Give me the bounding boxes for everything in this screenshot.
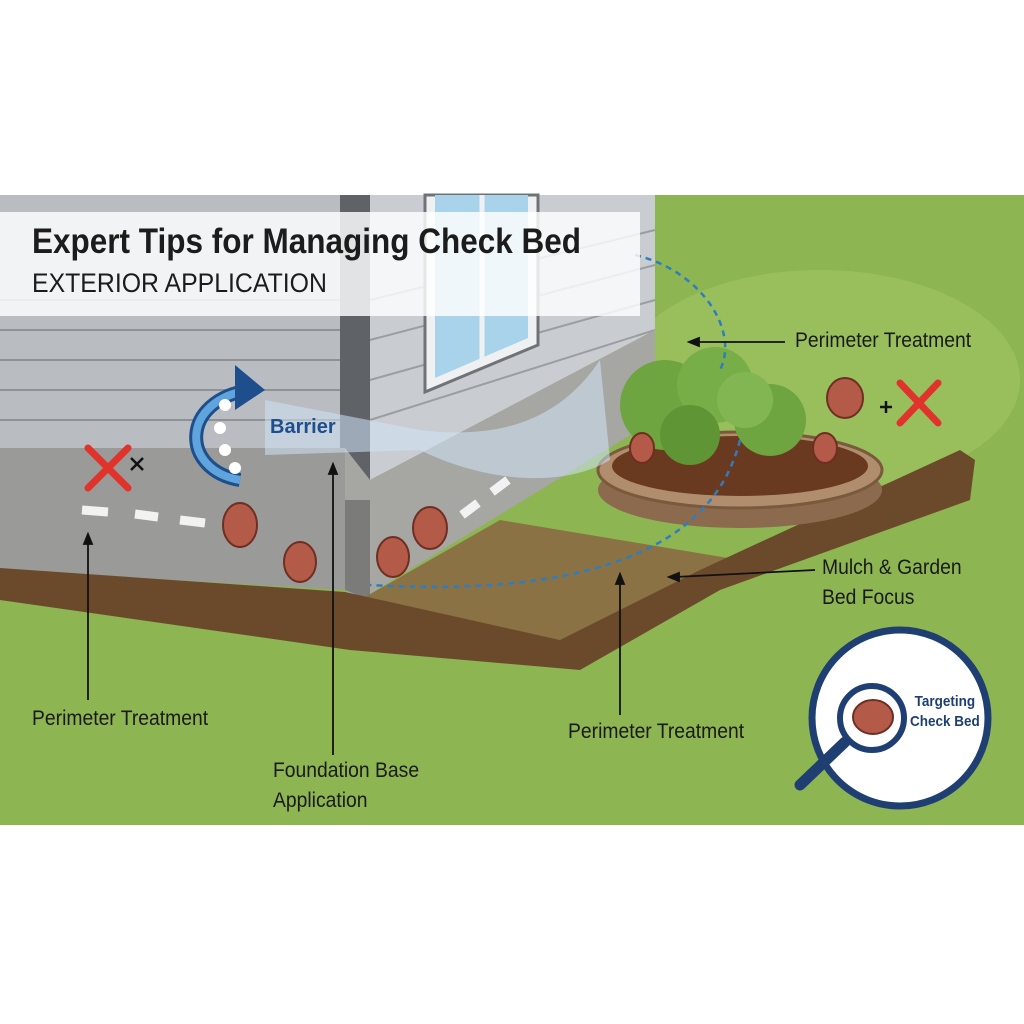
page-subtitle: EXTERIOR APPLICATION xyxy=(32,268,327,298)
leader-lines xyxy=(82,336,816,755)
perimeter-treatment-label-left: Perimeter Treatment xyxy=(32,707,209,730)
small-x-icon xyxy=(130,401,892,471)
treatment-path xyxy=(369,253,742,589)
barrier-spray xyxy=(265,360,610,479)
mulch-focus-label-2: Bed Focus xyxy=(822,586,915,609)
movement-arrows xyxy=(81,476,511,528)
perimeter-treatment-label-center: Perimeter Treatment xyxy=(568,720,745,743)
foundation-label-2: Application xyxy=(273,789,368,812)
title-banner xyxy=(0,212,640,316)
foundation-label-1: Foundation Base xyxy=(273,759,420,782)
arrow-head-icon xyxy=(235,365,265,410)
soil-strip xyxy=(0,450,975,670)
badge-text: Targeting Check Bed xyxy=(910,692,980,732)
barrier-label: Barrier xyxy=(270,416,336,438)
cross-icon xyxy=(84,379,942,492)
page-title: Expert Tips for Managing Check Bed xyxy=(32,222,582,261)
badge-line-1: Targeting xyxy=(914,693,976,710)
perimeter-treatment-label-top: Perimeter Treatment xyxy=(795,329,972,352)
garden-bed xyxy=(596,347,884,528)
spray-dots xyxy=(214,399,241,474)
mulch-focus-label-1: Mulch & Garden xyxy=(822,556,962,579)
magnifier-badge xyxy=(794,626,992,810)
badge-line-2: Check Bed xyxy=(910,713,980,730)
pests xyxy=(222,377,864,583)
